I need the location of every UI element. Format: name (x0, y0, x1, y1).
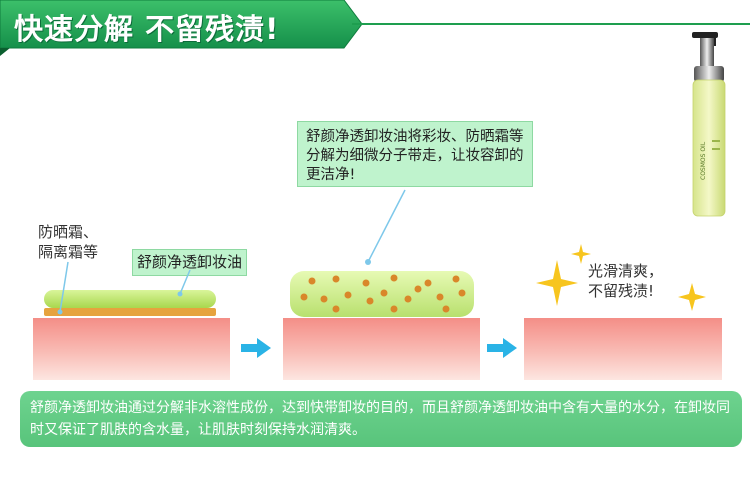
oil-layer (44, 290, 216, 308)
particles (300, 274, 466, 313)
cream-layer (44, 308, 216, 316)
callout-pointer-line (367, 189, 406, 263)
arrow-right-icon (487, 338, 517, 358)
result-label-line1: 光滑清爽， (588, 262, 664, 280)
skin-layer-step1 (33, 318, 230, 380)
oil-label-tag: 舒颜净透卸妆油 (132, 249, 247, 276)
skin-layer-step2 (283, 318, 480, 380)
bottle-brand-text: COSMOS OIL (700, 141, 707, 180)
banner-title: 快速分解 不留残渍! (14, 12, 280, 46)
oil-blob-with-particles (290, 271, 474, 317)
result-label: 光滑清爽， 不留残渍! (588, 261, 663, 301)
skin-layer-step3 (524, 318, 722, 380)
cream-label: 防晒霜、 隔离霜等 (38, 222, 98, 262)
description-box: 舒颜净透卸妆油通过分解非水溶性成份，达到快带卸妆的目的，而且舒颜净透卸妆油中含有… (20, 391, 742, 447)
banner-shape (0, 0, 750, 56)
title-banner: 快速分解 不留残渍! (0, 0, 750, 56)
callout-tag: 舒颜净透卸妆油将彩妆、防晒霜等分解为细微分子带走，让妆容卸的更洁净! (297, 121, 533, 187)
product-bottle-icon: COSMOS OIL (692, 32, 726, 217)
arrow-right-icon (241, 338, 271, 358)
cream-label-line1: 防晒霜、 (38, 223, 99, 241)
result-label-line2: 不留残渍! (588, 282, 655, 300)
cream-label-line2: 隔离霜等 (38, 243, 99, 261)
